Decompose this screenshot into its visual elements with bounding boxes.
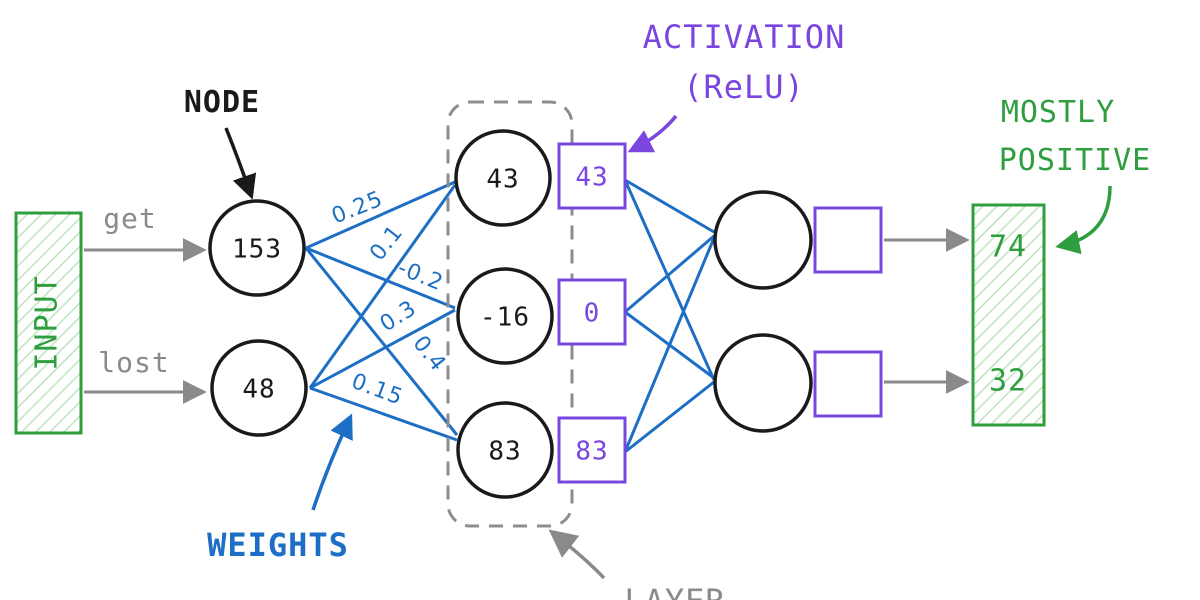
activation-value: 43 — [575, 163, 608, 193]
output-connections — [623, 178, 716, 454]
activation-annotation-line2: (ReLU) — [683, 68, 805, 106]
node-circle — [713, 190, 813, 290]
weights-annotation: WEIGHTS — [207, 413, 353, 564]
weight-edge — [309, 308, 456, 390]
weight-label: -0.2 — [394, 256, 447, 297]
mostly-positive-line2: POSITIVE — [999, 143, 1152, 178]
output-node-1 — [713, 190, 813, 290]
input-box-frame — [14, 211, 83, 435]
output-box-frame — [971, 203, 1046, 427]
weight-connections — [304, 180, 459, 442]
input-node-1: 153 — [208, 199, 306, 297]
node-annotation-arrow — [224, 127, 257, 200]
weight-edge — [305, 246, 456, 310]
weight-edge — [309, 386, 458, 442]
mostly-positive-arrow — [1055, 185, 1112, 255]
node-value: -16 — [480, 303, 530, 333]
node-value: 43 — [486, 165, 519, 195]
output-activation-box-1 — [813, 206, 883, 274]
hidden-node-3: 83 — [456, 401, 554, 499]
activation-value: 83 — [575, 437, 608, 467]
node-value: 48 — [242, 375, 275, 405]
input-arrow-label: lost — [98, 346, 169, 379]
activation-box-2: 0 — [557, 278, 627, 346]
output-edge — [624, 178, 715, 234]
input-arrow-lost: lost — [84, 346, 207, 404]
input-box: INPUT — [14, 211, 83, 435]
weight-edge — [304, 247, 459, 436]
node-circle — [454, 129, 552, 227]
node-circle — [713, 333, 813, 433]
hidden-node-2: -16 — [456, 267, 554, 365]
input-arrow-get: get — [84, 202, 207, 262]
activation-annotation-line1: ACTIVATION — [643, 18, 846, 56]
node-circle — [456, 267, 554, 365]
activation-frame — [813, 350, 883, 418]
output-edge — [624, 234, 715, 314]
node-value: 153 — [232, 235, 282, 265]
output-box: 74 32 — [971, 203, 1046, 427]
node-annotation: NODE — [184, 85, 260, 200]
weight-edge — [308, 184, 457, 389]
output-edge — [623, 179, 716, 381]
node-circle — [456, 401, 554, 499]
output-edge — [623, 237, 716, 453]
layer-annotation: LAYER — [548, 529, 725, 600]
node-annotation-label: NODE — [184, 85, 260, 120]
mostly-positive-line1: MOSTLY — [1001, 95, 1115, 130]
weight-edge — [305, 180, 456, 250]
output-value: 74 — [989, 230, 1027, 265]
output-edge — [624, 380, 715, 454]
activation-frame — [557, 278, 627, 346]
activation-value: 0 — [584, 299, 601, 329]
node-circle — [208, 199, 306, 297]
weight-label: 0.25 — [328, 186, 386, 229]
input-node-2: 48 — [210, 339, 308, 437]
hidden-node-1: 43 — [454, 129, 552, 227]
activation-frame — [557, 416, 627, 484]
output-node-2 — [713, 333, 813, 433]
activation-frame — [557, 142, 627, 210]
layer-annotation-label: LAYER — [624, 582, 725, 600]
weights-annotation-label: WEIGHTS — [207, 526, 349, 564]
node-circle — [210, 339, 308, 437]
activation-box-3: 83 — [557, 416, 627, 484]
node-value: 83 — [488, 437, 521, 467]
activation-annotation: ACTIVATION (ReLU) — [627, 18, 846, 153]
input-arrow-label: get — [103, 202, 157, 235]
weights-annotation-arrow — [311, 413, 353, 511]
mostly-positive-annotation: MOSTLY POSITIVE — [999, 95, 1152, 255]
output-value: 32 — [989, 364, 1027, 399]
layer-annotation-arrow — [548, 529, 606, 580]
weight-label: 0.4 — [408, 331, 451, 376]
input-box-label: INPUT — [30, 275, 65, 370]
activation-annotation-arrow — [627, 114, 678, 153]
activation-frame — [813, 206, 883, 274]
activation-box-1: 43 — [557, 142, 627, 210]
output-activation-box-2 — [813, 350, 883, 418]
